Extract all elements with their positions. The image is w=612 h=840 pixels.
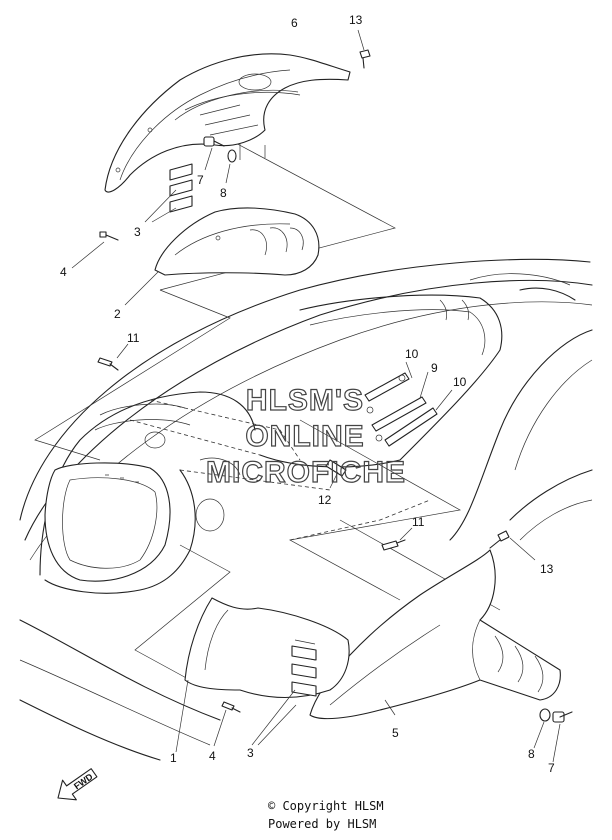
clip-11-upper — [97, 343, 129, 371]
forward-arrow-icon: FWD — [57, 768, 98, 801]
clip-11-lower — [381, 527, 413, 551]
brackets-9-10 — [325, 361, 453, 489]
callout-4-upper: 4 — [60, 265, 67, 279]
callout-12: 12 — [318, 493, 332, 507]
clip-4-lower — [213, 701, 241, 747]
callout-10-right: 10 — [453, 375, 467, 389]
nose-cowl — [39, 391, 331, 594]
callout-10-left: 10 — [405, 347, 419, 361]
copyright-text: © Copyright HLSM — [268, 799, 384, 813]
callout-11-lower: 11 — [412, 515, 425, 529]
bolt-7-upper — [203, 136, 237, 184]
callout-11-upper: 11 — [127, 331, 140, 345]
decals-3-lower — [251, 689, 297, 746]
clip-4-upper — [71, 231, 119, 269]
callout-3-upper: 3 — [134, 225, 141, 239]
callout-8-lower: 8 — [528, 747, 535, 761]
callout-13-lower: 13 — [540, 562, 554, 576]
bolt-13-lower — [489, 530, 536, 561]
callout-4-lower: 4 — [209, 749, 216, 763]
watermark-line-3: MICROFICHE — [206, 456, 406, 489]
bolt-7-lower — [533, 708, 573, 763]
powered-by-text: Powered by HLSM — [268, 817, 377, 831]
watermark: HLSM'S ONLINE MICROFICHE — [205, 383, 406, 489]
callout-7-lower: 7 — [548, 761, 555, 775]
callout-13-top: 13 — [349, 13, 363, 27]
watermark-line-1: HLSM'S — [246, 384, 364, 417]
callout-3-lower: 3 — [247, 746, 254, 760]
callout-2: 2 — [114, 307, 121, 321]
part-1-side-panel — [175, 597, 350, 753]
decals-3-upper — [144, 163, 193, 223]
part-2-side-panel — [124, 207, 320, 306]
callout-7-upper: 7 — [197, 173, 204, 187]
callout-9: 9 — [431, 361, 438, 375]
callout-6: 6 — [291, 16, 298, 30]
callout-1: 1 — [170, 751, 177, 765]
callout-5: 5 — [392, 726, 399, 740]
callouts: 6 13 7 8 3 4 2 11 10 9 10 12 11 13 1 4 3… — [60, 13, 555, 775]
watermark-line-2: ONLINE — [245, 420, 364, 453]
part-6-upper-cover — [104, 53, 351, 193]
callout-8-upper: 8 — [220, 186, 227, 200]
part-5-lower-cover — [309, 549, 561, 720]
bolt-13-top — [357, 29, 371, 69]
